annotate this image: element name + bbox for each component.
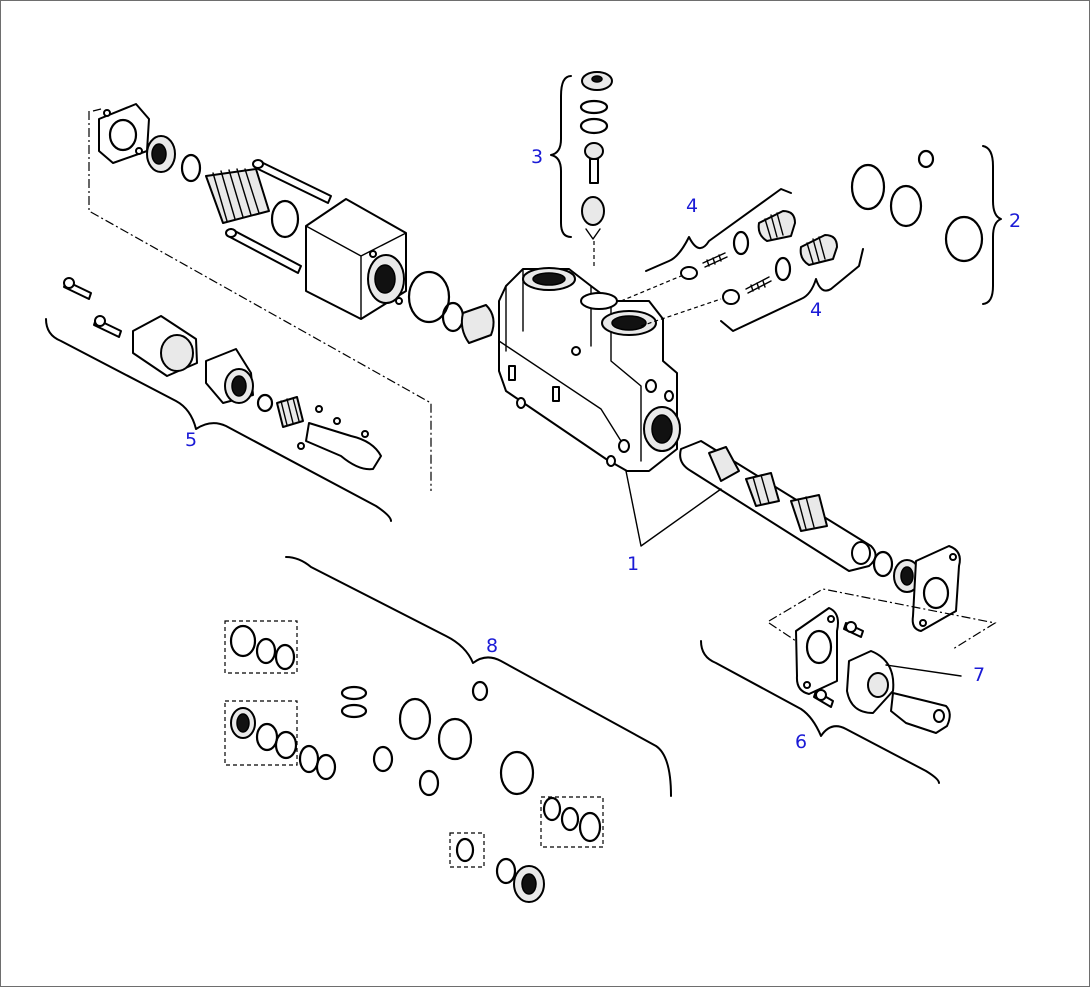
callout-2: 2 <box>1009 210 1021 232</box>
callout-1: 1 <box>627 553 639 575</box>
callout-4-lower: 4 <box>810 299 822 321</box>
group-3-parts <box>550 71 613 266</box>
valve-body <box>498 267 681 472</box>
callout-8: 8 <box>486 635 498 657</box>
callout-labels: 1 2 3 4 4 5 6 7 8 <box>185 146 1021 753</box>
group-6-7-parts <box>700 588 997 784</box>
group-2-parts <box>850 145 1002 305</box>
callout-6: 6 <box>795 731 807 753</box>
callout-7: 7 <box>973 664 985 686</box>
callout-4-upper: 4 <box>686 195 698 217</box>
group-1-spool <box>625 440 961 632</box>
top-left-assembly <box>88 103 495 491</box>
callout-3: 3 <box>531 146 543 168</box>
callout-5: 5 <box>185 429 197 451</box>
group-8-seal-kit <box>224 556 672 903</box>
group-4-parts <box>620 188 864 332</box>
group-5-parts <box>45 277 392 522</box>
